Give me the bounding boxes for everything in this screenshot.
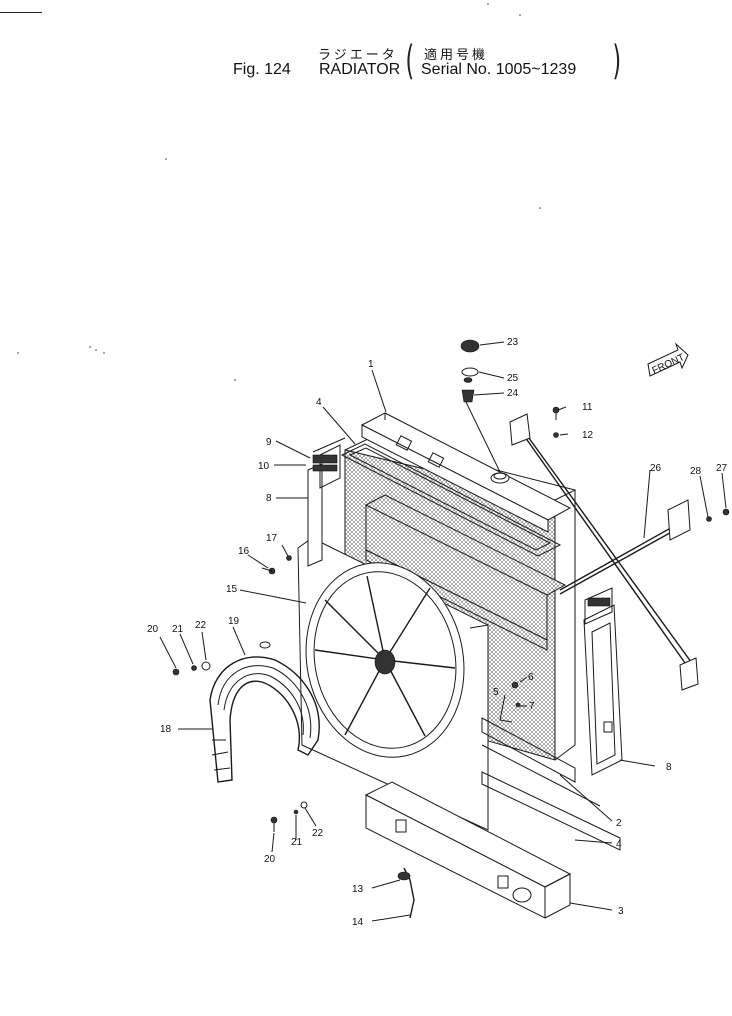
callout-17: 17 [266, 533, 278, 544]
right-bracket: ) [612, 38, 622, 84]
callout-3: 3 [618, 906, 624, 917]
callout-4-upper: 4 [316, 397, 322, 408]
callout-27: 27 [716, 463, 728, 474]
left-bracket: ( [405, 38, 415, 84]
callout-8-left: 8 [266, 493, 272, 504]
callout-18: 18 [160, 724, 172, 735]
callout-13: 13 [352, 884, 364, 895]
callout-6: 6 [528, 672, 534, 683]
japanese-title: ラジエータ [318, 47, 398, 62]
front-arrow-tag: FRONT [647, 342, 689, 377]
callout-8-right: 8 [666, 762, 672, 773]
upper-gasket [340, 443, 562, 557]
upper-tank [360, 412, 572, 533]
callout-21-lower: 21 [291, 837, 303, 848]
fan-shroud [297, 537, 489, 831]
figure-number: Fig. 124 [233, 61, 291, 78]
callout-21-upper: 21 [172, 624, 184, 635]
callout-11: 11 [582, 402, 593, 413]
callout-4-lower: 4 [616, 839, 622, 850]
callout-12: 12 [582, 430, 594, 441]
stay-rods [509, 413, 699, 691]
callout-23: 23 [507, 337, 519, 348]
corner-rule [0, 12, 42, 13]
serial-range: Serial No. 1005~1239 [421, 61, 577, 78]
lower-tank [364, 781, 572, 919]
figure-title: RADIATOR [319, 61, 401, 78]
callout-20-lower: 20 [264, 854, 276, 865]
leader-lines [159, 341, 727, 922]
drain-valve [397, 867, 415, 919]
callout-19: 19 [228, 616, 240, 627]
callout-10: 10 [258, 461, 270, 472]
front-tag-text: FRONT [651, 352, 687, 377]
fan-guard [209, 641, 320, 783]
callout-20-upper: 20 [147, 624, 159, 635]
callout-2: 2 [616, 818, 622, 829]
callout-5: 5 [493, 687, 499, 698]
callout-16: 16 [238, 546, 250, 557]
callout-28: 28 [690, 466, 702, 477]
callout-14: 14 [352, 917, 364, 928]
callout-26: 26 [650, 463, 662, 474]
callout-labels: 1 2 3 4 4 5 6 7 8 8 9 10 11 12 13 14 15 … [147, 337, 728, 928]
callout-9: 9 [266, 437, 272, 448]
callout-15: 15 [226, 584, 238, 595]
left-side-plate [307, 437, 346, 567]
callout-22-upper: 22 [195, 620, 207, 631]
callout-22-lower: 22 [312, 828, 324, 839]
lower-gasket [481, 717, 621, 851]
filler-cap [460, 339, 501, 473]
callout-24: 24 [507, 388, 519, 399]
hardware-bolts [172, 406, 730, 832]
callout-1: 1 [368, 359, 374, 370]
japanese-serial-label: 適用号機 [424, 47, 489, 62]
callout-25: 25 [507, 373, 519, 384]
scan-specks [17, 3, 541, 381]
right-side-plate [583, 587, 623, 776]
callout-7: 7 [529, 701, 535, 712]
fan-spokes [314, 575, 456, 737]
